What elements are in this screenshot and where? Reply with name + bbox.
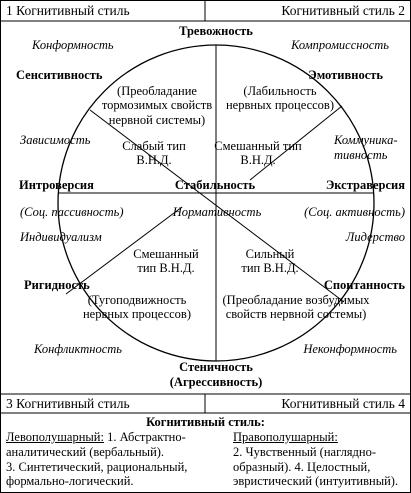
cognitive-style-2-header: Когнитивный стиль 2 — [281, 3, 405, 18]
mixed-type-lower-line-2: тип В.Н.Д. — [137, 261, 195, 276]
diagonal-upper-right — [249, 105, 343, 181]
right-hemisphere-block: Правополушарный: 2. Чувственный (наглядн… — [233, 430, 398, 489]
introversion-label: Интроверсия — [19, 178, 94, 192]
quadrant-1-description: (Преобладание тормозимых свойств нервной… — [92, 84, 222, 127]
right-hemisphere-text-1: 2. Чувственный (наглядно- — [233, 444, 377, 459]
compromise-label: Компромиссность — [291, 38, 389, 52]
quadrant-3-line-1: (Тугоподвижность — [87, 293, 187, 307]
right-hemisphere-text-2: образный). 4. Целостный, — [233, 459, 371, 474]
mixed-type-lower-label: Смешанный тип В.Н.Д. — [118, 247, 214, 276]
extraversion-label: Экстраверсия — [325, 178, 405, 192]
left-hemisphere-text-3: 3. Синтетический, рациональный, — [6, 459, 188, 474]
quadrant-1-line-3: нервной системы) — [108, 112, 206, 127]
individualism-label: Индивидуализм — [20, 230, 102, 244]
mixed-type-upper-label: Смешанный тип В.Н.Д. — [198, 139, 318, 168]
weak-type-label: Слабый тип В.Н.Д. — [106, 139, 202, 168]
left-hemisphere-text-1: 1. Абстрактно- — [103, 430, 186, 444]
quadrant-3-description: (Тугоподвижность нервных процессов) — [70, 293, 204, 322]
quadrant-1-line-2: тормозимых свойств — [101, 98, 213, 113]
quadrant-2-line-1: (Лабильность — [243, 84, 317, 98]
cognitive-style-1-header: 1 Когнитивный стиль — [6, 3, 130, 18]
weak-type-line-1: Слабый тип — [122, 139, 186, 153]
diagonal-main — [89, 109, 345, 303]
strong-type-line-2: тип В.Н.Д. — [241, 261, 299, 276]
left-hemisphere-text-2: аналитический (вербальный). — [6, 444, 165, 459]
rigidity-label: Ригидность — [24, 278, 90, 292]
anxiety-label: Тревожность — [179, 24, 253, 38]
stability-label: Стабильность — [174, 178, 256, 192]
quadrant-1-line-1: (Преобладание — [117, 84, 197, 98]
right-hemisphere-text-3: эвристический (интуитивный). — [233, 474, 399, 489]
spontaneity-label: Спонтанность — [323, 278, 405, 292]
cognitive-style-4-header: Когнитивный стиль 4 — [281, 396, 405, 411]
conformity-label: Конформность — [32, 38, 114, 52]
social-passivity-label: (Соц. пассивность) — [20, 205, 124, 219]
quadrant-4-line-1: (Преобладание возбудимых — [222, 293, 370, 307]
quadrant-3-line-2: нервных процессов) — [82, 307, 191, 322]
weak-type-line-2: В.Н.Д. — [136, 153, 172, 168]
dependence-label: Зависимость — [20, 133, 91, 147]
left-hemisphere-block: Левополушарный: 1. Абстрактно- аналитиче… — [6, 430, 187, 489]
mixed-type-lower-line-1: Смешанный — [133, 247, 199, 261]
social-activity-label: (Соц. активность) — [304, 205, 405, 219]
left-hemisphere-line-1: Левополушарный: 1. Абстрактно- — [6, 430, 187, 445]
quadrant-4-description: (Преобладание возбудимых свойств нервной… — [214, 293, 378, 322]
quadrant-2-line-2: нервных процессов) — [225, 98, 334, 113]
strong-type-line-1: Сильный — [245, 247, 295, 261]
sensitivity-label: Сенситивность — [16, 68, 103, 82]
right-hemisphere-label: Правополушарный: — [233, 430, 338, 444]
communicative-label-line1: Коммуника- — [334, 133, 398, 147]
diagonal-lower-left — [65, 206, 183, 295]
normativity-label: Нормативность — [172, 205, 262, 219]
quadrant-4-line-2: свойств нервной состемы) — [225, 307, 367, 322]
mixed-type-upper-line-2: В.Н.Д. — [240, 153, 276, 168]
stenicity-label: Стеничность — [179, 360, 253, 374]
cognitive-style-3-header: 3 Когнитивный стиль — [6, 396, 130, 411]
mixed-type-upper-line-1: Смешанный тип — [214, 139, 302, 153]
leadership-label: Лидерство — [345, 230, 405, 244]
quadrant-2-description: (Лабильность нервных процессов) — [222, 84, 338, 113]
conflict-label: Конфликтность — [34, 342, 122, 356]
emotivity-label: Эмотивность — [308, 68, 383, 82]
left-hemisphere-text-4: формально-логический. — [6, 474, 134, 489]
left-hemisphere-label: Левополушарный: — [6, 430, 104, 444]
nonconformity-label: Неконформность — [303, 342, 397, 356]
communicative-label-line2: тивность — [334, 148, 388, 162]
strong-type-label: Сильный тип В.Н.Д. — [224, 247, 316, 276]
aggressiveness-label: (Агрессивность) — [169, 375, 263, 389]
cognitive-style-title: Когнитивный стиль: — [146, 415, 265, 429]
